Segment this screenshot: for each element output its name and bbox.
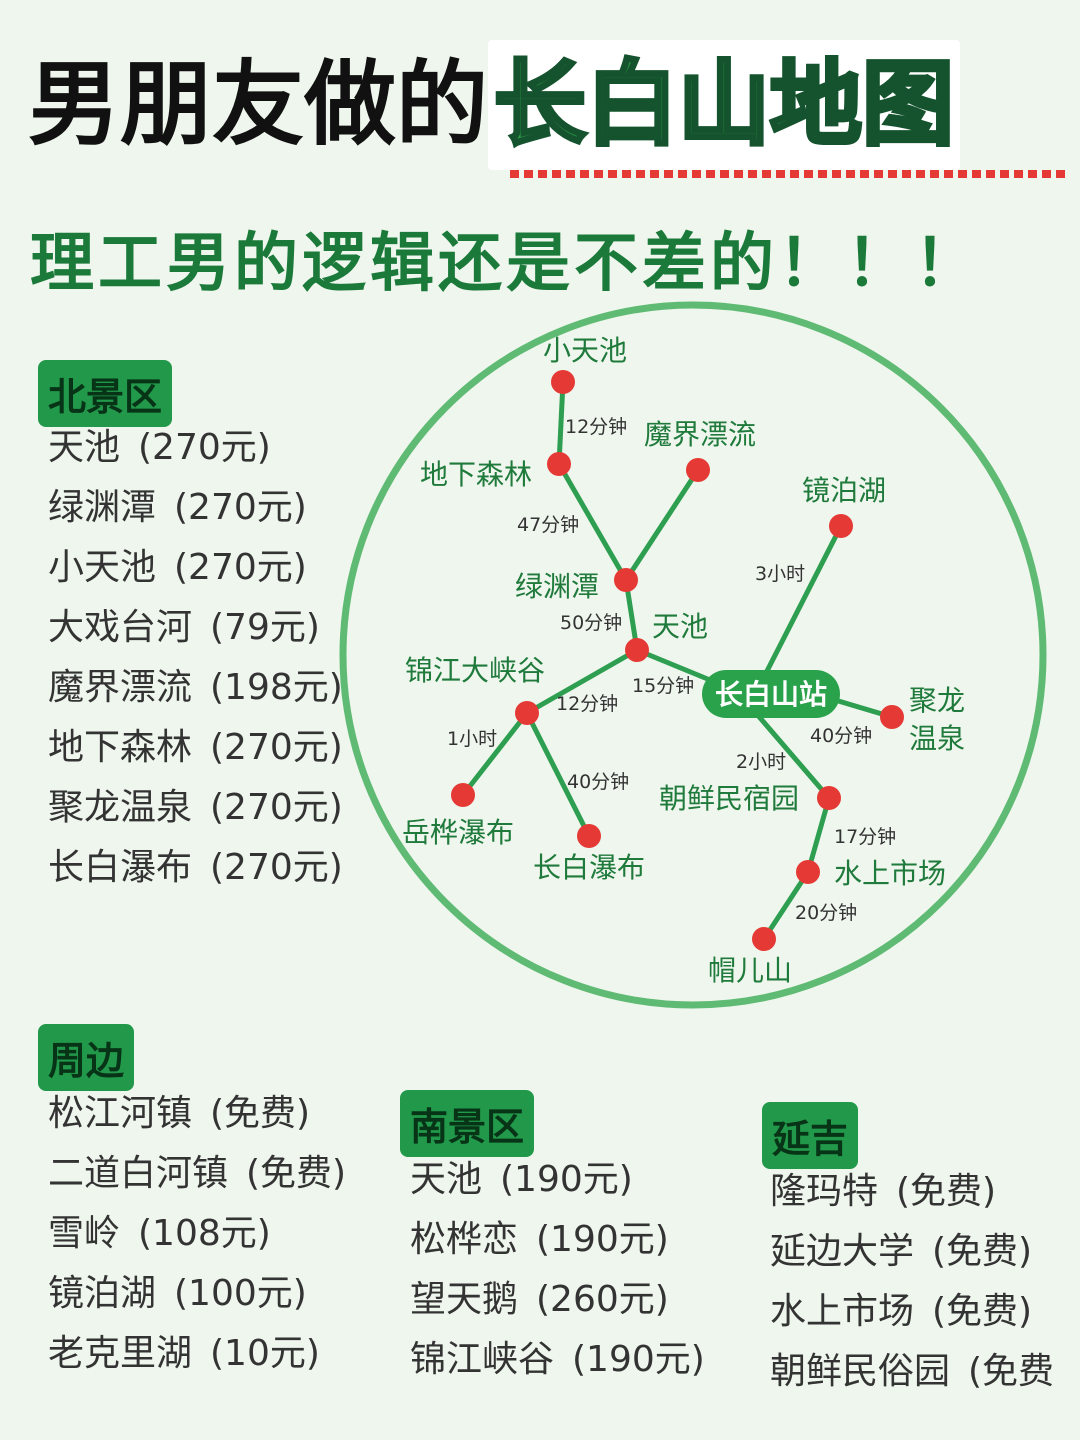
place-lvyuan: 绿渊潭: [515, 570, 599, 603]
yanji-tag: 延吉: [762, 1102, 859, 1169]
north-list: 天池(270元) 绿渊潭(270元) 小天池(270元) 大戏台河(79元) 魔…: [48, 418, 343, 898]
node-chaoxian: [817, 786, 841, 810]
node-dixia: [547, 452, 571, 476]
time-2h: 2小时: [736, 751, 786, 773]
place-mojie: 魔界漂流: [644, 418, 756, 451]
route-hub-chaoxian: [752, 709, 832, 801]
node-jinjiang: [515, 701, 539, 725]
node-yuehua: [451, 783, 475, 807]
list-item: 聚龙温泉(270元): [48, 787, 343, 828]
node-xiaotianchi: [551, 370, 575, 394]
node-mojie: [686, 458, 710, 482]
place-chaoxian: 朝鲜民宿园: [659, 782, 799, 815]
list-item: 老克里湖(10元): [48, 1333, 320, 1374]
route-shuishang-maoer: [761, 869, 811, 942]
hub-badge: [702, 670, 840, 718]
hub-label: 长白山站: [715, 678, 827, 711]
time-3h: 3小时: [755, 563, 805, 585]
time-40min-b: 40分钟: [810, 725, 872, 747]
route-dixia-lvyuan: [556, 461, 629, 583]
list-item: 天池(190元): [410, 1159, 633, 1200]
list-item: 镜泊湖(100元): [48, 1273, 307, 1314]
list-item: 隆玛特(免费): [770, 1171, 997, 1212]
subtitle: 理工男的逻辑还是不差的！！！: [30, 227, 982, 301]
time-17min: 17分钟: [834, 826, 896, 848]
yanji-list: 隆玛特(免费) 延边大学(免费) 水上市场(免费) 朝鲜民俗园(免费: [770, 1162, 1054, 1402]
place-dixia: 地下森林: [420, 458, 532, 491]
node-julong: [880, 705, 904, 729]
title-black-part: 男朋友做的: [28, 51, 489, 158]
time-1h: 1小时: [447, 728, 497, 750]
title-green-part: 长白山地图: [488, 40, 961, 170]
route-mojie-lvyuan: [623, 467, 701, 583]
list-item: 绿渊潭(270元): [48, 487, 307, 528]
south-tag: 南景区: [400, 1090, 535, 1157]
list-item: 望天鹅(260元): [410, 1279, 669, 1320]
list-item: 魔界漂流(198元): [48, 667, 343, 708]
node-shuishang: [796, 860, 820, 884]
route-jingbo-hub: [762, 523, 844, 678]
route-jinjiang-changbai: [524, 710, 592, 839]
time-47min: 47分钟: [517, 514, 579, 536]
page-title: 男朋友做的长白山地图: [28, 40, 1068, 170]
node-jingbo: [829, 514, 853, 538]
map-ring: [339, 301, 1047, 1009]
map-nodes: [451, 370, 904, 951]
place-maoer: 帽儿山: [708, 954, 792, 987]
place-julong-1: 聚龙: [909, 684, 965, 717]
place-changbai: 长白瀑布: [533, 851, 645, 884]
list-item: 松江河镇(免费): [48, 1093, 311, 1134]
route-tianchi-jinjiang: [524, 647, 640, 716]
place-yuehua: 岳桦瀑布: [402, 816, 514, 849]
route-jinjiang-yuehua: [460, 710, 530, 798]
list-item: 长白瀑布(270元): [48, 847, 343, 888]
place-shuishang: 水上市场: [834, 857, 946, 890]
list-item: 朝鲜民俗园(免费: [770, 1351, 1055, 1392]
time-15min: 15分钟: [632, 675, 694, 697]
place-jingbo: 镜泊湖: [802, 474, 886, 507]
time-12min-b: 12分钟: [556, 693, 618, 715]
surround-list: 松江河镇(免费) 二道白河镇(免费) 雪岭(108元) 镜泊湖(100元) 老克…: [48, 1084, 346, 1384]
list-item: 地下森林(270元): [48, 727, 343, 768]
place-xiaotianchi: 小天池: [543, 334, 627, 367]
south-list: 天池(190元) 松桦恋(190元) 望天鹅(260元) 锦江峡谷(190元): [410, 1150, 705, 1390]
list-item: 大戏台河(79元): [48, 607, 320, 648]
node-changbai: [577, 824, 601, 848]
north-tag: 北景区: [38, 360, 173, 427]
time-50min: 50分钟: [560, 612, 622, 634]
node-lvyuan: [614, 568, 638, 592]
list-item: 雪岭(108元): [48, 1213, 271, 1254]
route-xiaotianchi-dixia: [556, 379, 566, 467]
node-maoer: [752, 927, 776, 951]
node-tianchi: [625, 638, 649, 662]
list-item: 小天池(270元): [48, 547, 307, 588]
time-20min: 20分钟: [795, 902, 857, 924]
time-12min-a: 12分钟: [565, 416, 627, 438]
list-item: 延边大学(免费): [770, 1231, 1033, 1272]
route-chaoxian-shuishang: [805, 795, 832, 875]
list-item: 松桦恋(190元): [410, 1219, 669, 1260]
list-item: 水上市场(免费): [770, 1291, 1033, 1332]
title-underline: [510, 170, 1070, 178]
place-julong-2: 温泉: [909, 722, 965, 755]
route-tianchi-hub: [634, 647, 713, 683]
list-item: 锦江峡谷(190元): [410, 1339, 705, 1380]
time-40min-a: 40分钟: [567, 771, 629, 793]
list-item: 天池(270元): [48, 427, 271, 468]
surround-tag: 周边: [38, 1024, 135, 1091]
list-item: 二道白河镇(免费): [48, 1153, 347, 1194]
place-jinjiang: 锦江大峡谷: [405, 654, 545, 687]
place-tianchi: 天池: [652, 610, 708, 643]
